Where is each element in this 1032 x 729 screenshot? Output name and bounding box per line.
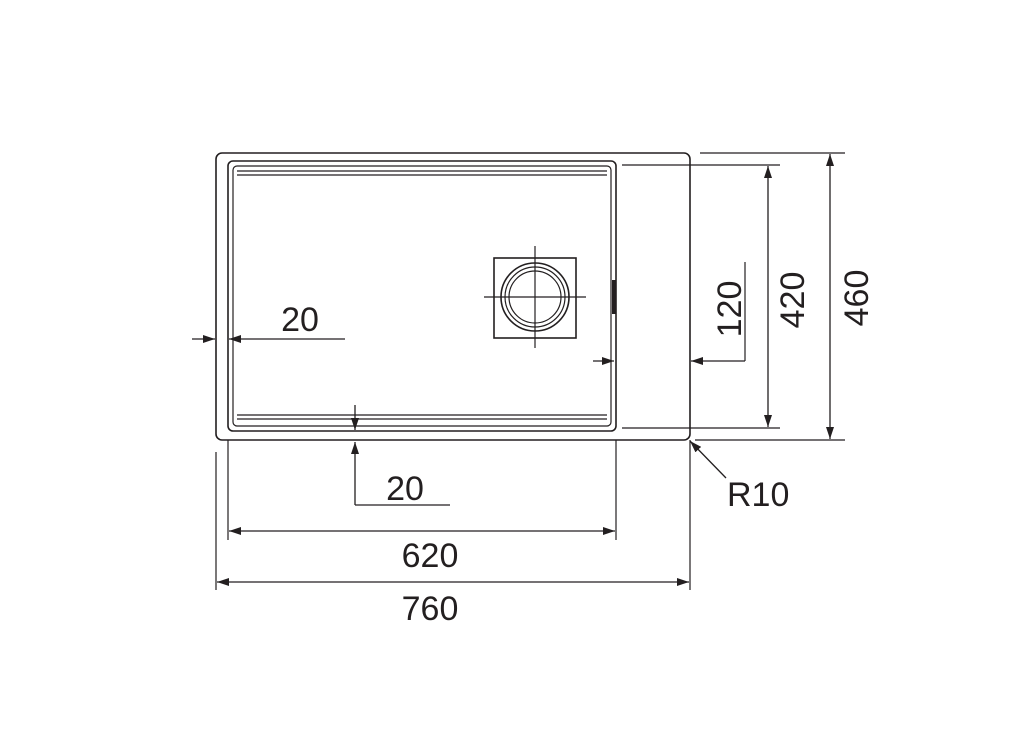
drain [484,246,586,348]
sink-outline [215,152,691,441]
dimension-side-20: 20 [192,301,345,343]
outer-rim [215,152,691,441]
dimension-420: 420 [622,164,812,429]
label-760: 760 [402,590,459,628]
dimension-r10: R10 [689,440,789,514]
label-620: 620 [402,537,459,575]
dimension-460: 460 [695,152,876,441]
label-r10: R10 [727,476,789,514]
dimension-120: 120 [593,262,749,365]
bowl-inner-edge [232,165,612,427]
dimension-760: 760 [215,440,691,628]
bowl-outer-edge [227,160,617,432]
dimension-620: 620 [227,440,617,575]
dimension-front-20: 20 [351,405,450,508]
leader-r10 [689,440,727,479]
label-460: 460 [838,270,876,327]
label-420: 420 [774,272,812,329]
label-front-20: 20 [386,470,424,508]
label-120: 120 [711,281,749,338]
overflow-slot [612,280,616,314]
label-side-20: 20 [281,301,319,339]
